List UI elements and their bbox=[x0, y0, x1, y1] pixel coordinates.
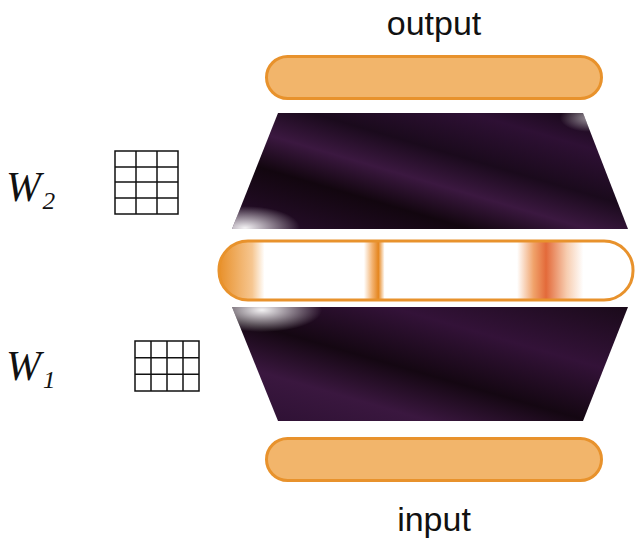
bar-shape bbox=[265, 55, 603, 100]
layer-bar: output bbox=[265, 4, 603, 100]
layer-bar: input bbox=[265, 437, 603, 539]
layer-name: input bbox=[265, 500, 603, 539]
matrix-icon bbox=[135, 341, 199, 391]
weight-label: W₂ bbox=[6, 166, 56, 208]
weight-label: W₁ bbox=[6, 345, 56, 387]
matrix-icon bbox=[115, 151, 178, 214]
bar-shape bbox=[265, 437, 603, 482]
layer-name: output bbox=[265, 4, 603, 43]
